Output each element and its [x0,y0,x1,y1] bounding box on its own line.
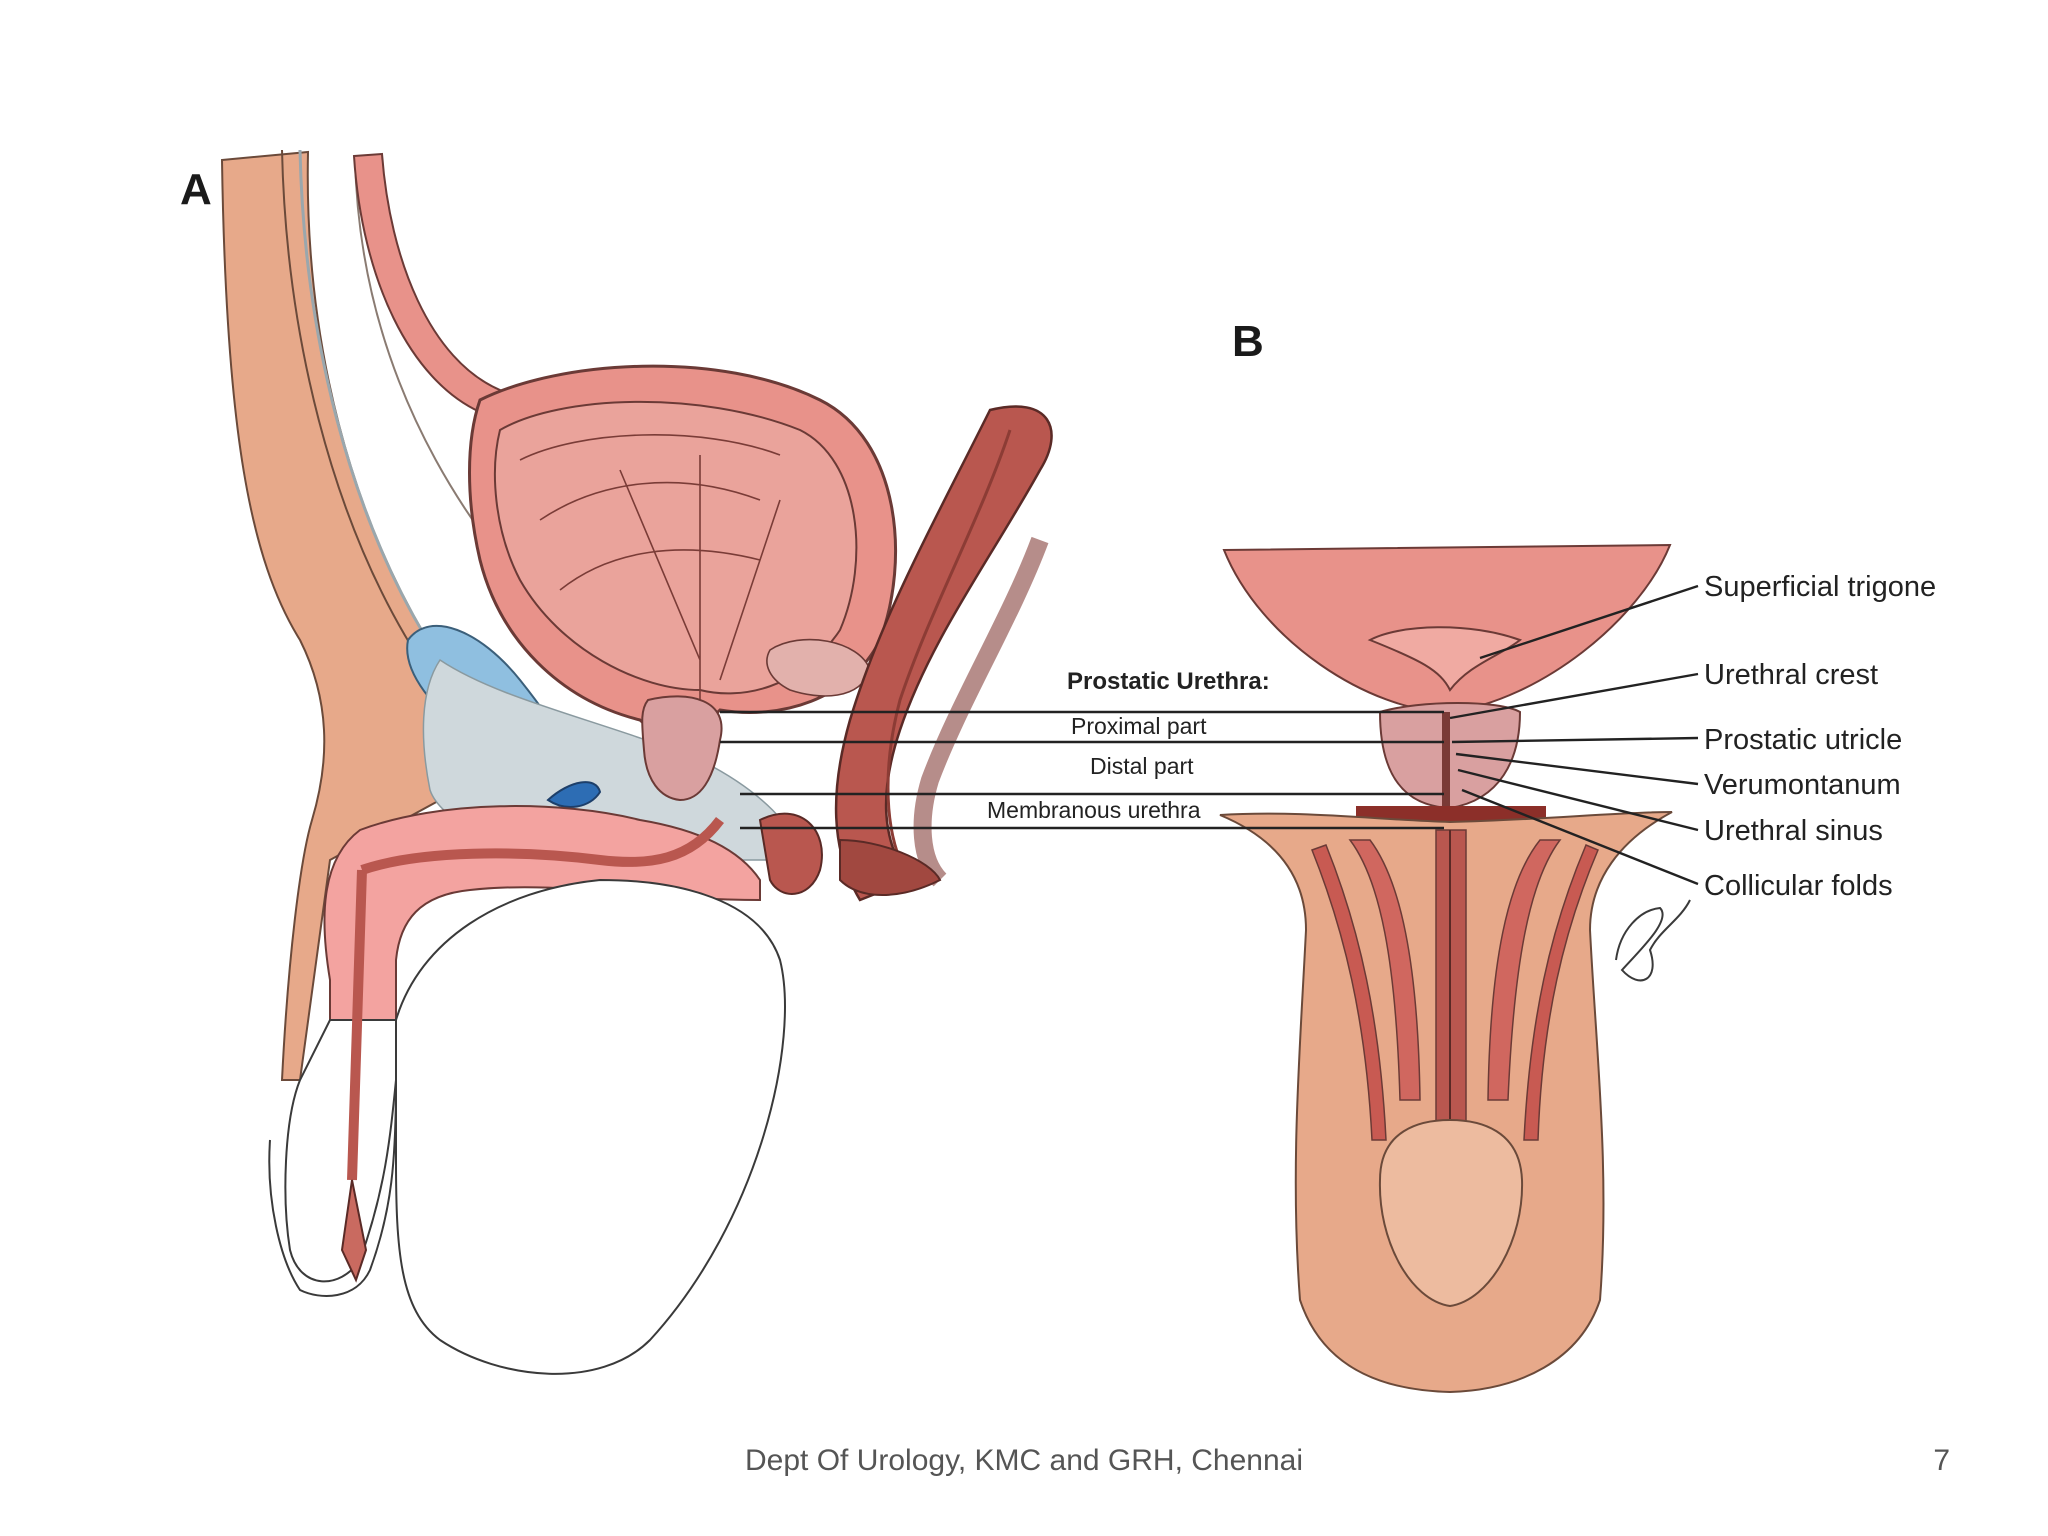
artist-signature [1615,899,1691,982]
superficial-trigone-shape [1367,626,1523,692]
label-prostatic-utricle: Prostatic utricle [1704,724,1902,756]
label-collicular-folds: Collicular folds [1704,870,1893,902]
panel-b-illustration [1219,543,1691,1394]
panel-a-label: A [180,165,212,214]
label-distal-part: Distal part [1090,753,1194,779]
page-number: 7 [1933,1444,1950,1477]
leader-lines [720,584,1699,886]
panel-b-label: B [1232,317,1264,366]
scrotum [395,878,786,1375]
label-urethral-crest: Urethral crest [1704,659,1878,691]
prostate [641,695,723,802]
label-prostatic-urethra: Prostatic Urethra: [1067,668,1270,695]
label-proximal-part: Proximal part [1071,713,1207,739]
panel-a-illustration [220,149,1053,1375]
rectum [834,405,1053,902]
label-superficial-trigone: Superficial trigone [1704,571,1936,603]
glans-coronal [1378,1118,1524,1308]
footer-text: Dept Of Urology, KMC and GRH, Chennai [744,1444,1303,1477]
ureter-tube [352,152,502,414]
penile-urethra [347,816,724,1181]
label-urethral-sinus: Urethral sinus [1704,815,1883,847]
label-verumontanum: Verumontanum [1704,769,1901,801]
label-membranous-urethra: Membranous urethra [987,797,1201,823]
